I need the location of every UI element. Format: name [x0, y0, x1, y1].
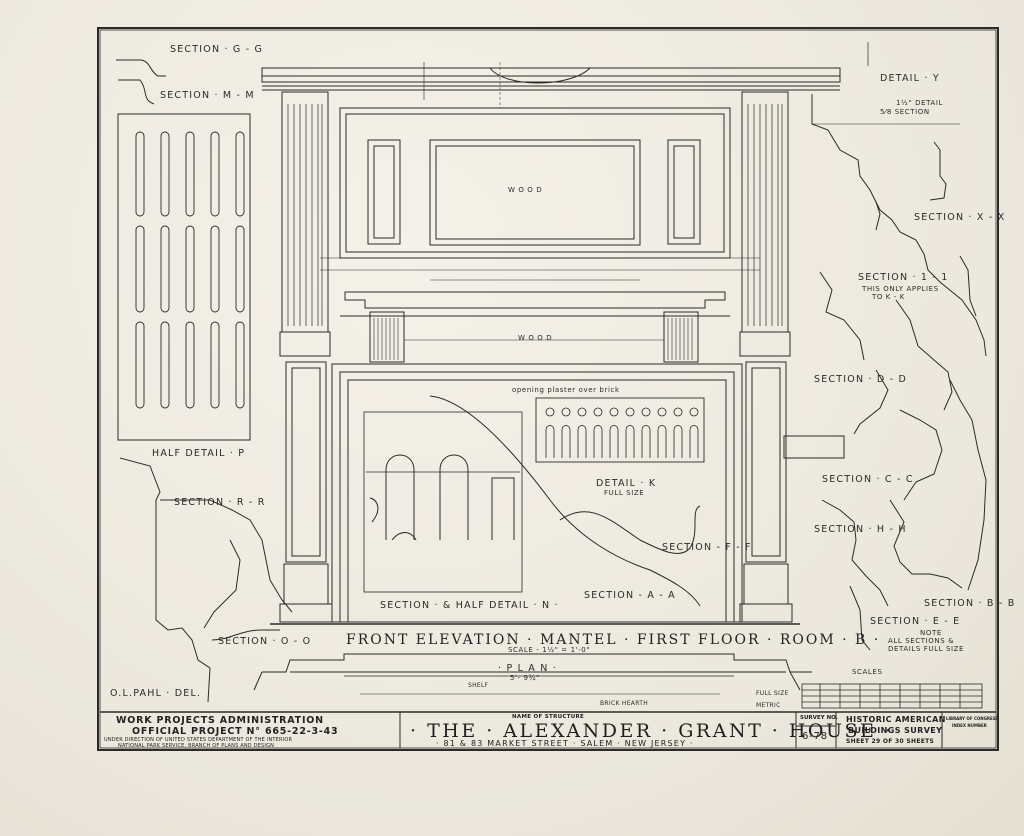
label-section-r-r: SECTION · R - R: [174, 497, 266, 508]
label-wood-overmantel: W O O D: [508, 186, 543, 194]
agency-line-4: NATIONAL PARK SERVICE, BRANCH OF PLANS A…: [118, 743, 275, 749]
section-o-o-profile: [211, 629, 280, 641]
label-section-g-g: SECTION · G - G: [170, 44, 264, 55]
label-section-c-c: SECTION · C - C: [822, 474, 914, 485]
label-detail-note-2: 5⁄8 SECTION: [880, 108, 930, 116]
detail-y-profile: [811, 42, 987, 357]
full-size-label: FULL SIZE: [756, 690, 789, 697]
label-detail-k: DETAIL · K: [596, 478, 657, 489]
section-m-m-profile: [118, 79, 155, 105]
label-note-line-1: ALL SECTIONS &: [888, 637, 955, 645]
scale-note: SCALE - 1½" = 1'-0": [508, 646, 591, 654]
scales-label: SCALES: [852, 668, 883, 676]
label-section-o-o: SECTION · O - O: [218, 636, 312, 647]
label-section-h-h: SECTION · H - H: [814, 524, 907, 535]
label-section-d-d: SECTION · D - D: [814, 374, 908, 385]
section-b-b-profile: [949, 379, 987, 591]
label-half-detail-p: HALF DETAIL · P: [152, 448, 246, 459]
lc-line-1: LIBRARY OF CONGRESS: [946, 716, 999, 721]
label-section-e-e: SECTION · E - E: [870, 616, 961, 627]
section-e-e-profile: [849, 585, 871, 651]
section-h-h-profile: [821, 499, 963, 607]
label-wood-frieze: W O O D: [518, 334, 553, 342]
section-1-1-profile: [819, 255, 977, 361]
sheet-info: SHEET 29 OF 30 SHEETS: [846, 738, 935, 745]
habs-line-1: HISTORIC AMERICAN: [846, 715, 946, 724]
label-note-heading: NOTE: [920, 629, 942, 637]
section-g-g-profile: [116, 59, 166, 77]
brick-hearth-label: BRICK HEARTH: [600, 700, 649, 707]
agency-line-3: UNDER DIRECTION OF UNITED STATES DEPARTM…: [104, 737, 293, 743]
inner-border: [99, 29, 997, 749]
label-section-a-a: SECTION - A - A: [584, 590, 676, 601]
front-elevation-title: FRONT ELEVATION · MANTEL · FIRST FLOOR ·…: [346, 632, 881, 648]
label-section-1-1: SECTION · 1 - 1: [858, 272, 949, 283]
section-r-r-profile: [119, 457, 293, 703]
section-d-d-profile: [853, 299, 953, 435]
label-detail-y: DETAIL · Y: [880, 73, 940, 84]
label-section-f-f: SECTION - F - F: [662, 542, 752, 553]
label-section-1-1-note-1: THIS ONLY APPLIES: [862, 285, 939, 293]
label-detail-k-sub: FULL SIZE: [604, 489, 645, 497]
label-section-1-1-note-2: TO K - K: [872, 293, 905, 301]
section-c-c-profile: [783, 409, 943, 501]
structure-address: · 81 & 83 MARKET STREET · SALEM · NEW JE…: [436, 739, 694, 748]
half-detail-p: [117, 113, 251, 441]
survey-number: 6-78: [802, 731, 828, 742]
delineator-credit: O.L.PAHL · DEL.: [110, 688, 202, 699]
habs-line-2: BUILDINGS SURVEY: [848, 726, 943, 735]
lc-line-2: INDEX NUMBER: [952, 723, 987, 728]
outer-border: [97, 27, 999, 751]
plan-label: · P L A N ·: [498, 663, 557, 674]
survey-no-label: SURVEY NO.: [800, 715, 838, 721]
agency-line-2: OFFICIAL PROJECT N° 665-22-3-43: [132, 726, 339, 737]
shelf-label: SHELF: [468, 682, 489, 689]
graphic-scales: [801, 683, 983, 709]
section-x-x-profile: [875, 141, 947, 231]
label-section-half-detail-n: SECTION · & HALF DETAIL · N ·: [380, 600, 559, 611]
plan-dimension: 5'- 9¾": [510, 674, 540, 682]
plan-view: [253, 653, 812, 695]
label-detail-note-1: 1½" DETAIL: [896, 99, 943, 107]
metric-label: METRIC: [756, 702, 781, 709]
label-section-b-b: SECTION · B - B: [924, 598, 1016, 609]
agency-line-1: WORK PROJECTS ADMINISTRATION: [116, 715, 324, 726]
structure-name: · THE · ALEXANDER · GRANT · HOUSE ·: [410, 720, 894, 742]
label-section-m-m: SECTION · M - M: [160, 90, 255, 101]
label-section-x-x: SECTION · X - X: [914, 212, 1006, 223]
label-opening-note: opening plaster over brick: [512, 386, 620, 394]
name-of-structure-label: NAME OF STRUCTURE: [512, 714, 585, 720]
label-note-line-2: DETAILS FULL SIZE: [888, 645, 965, 653]
mantel-elevation: [261, 62, 841, 625]
